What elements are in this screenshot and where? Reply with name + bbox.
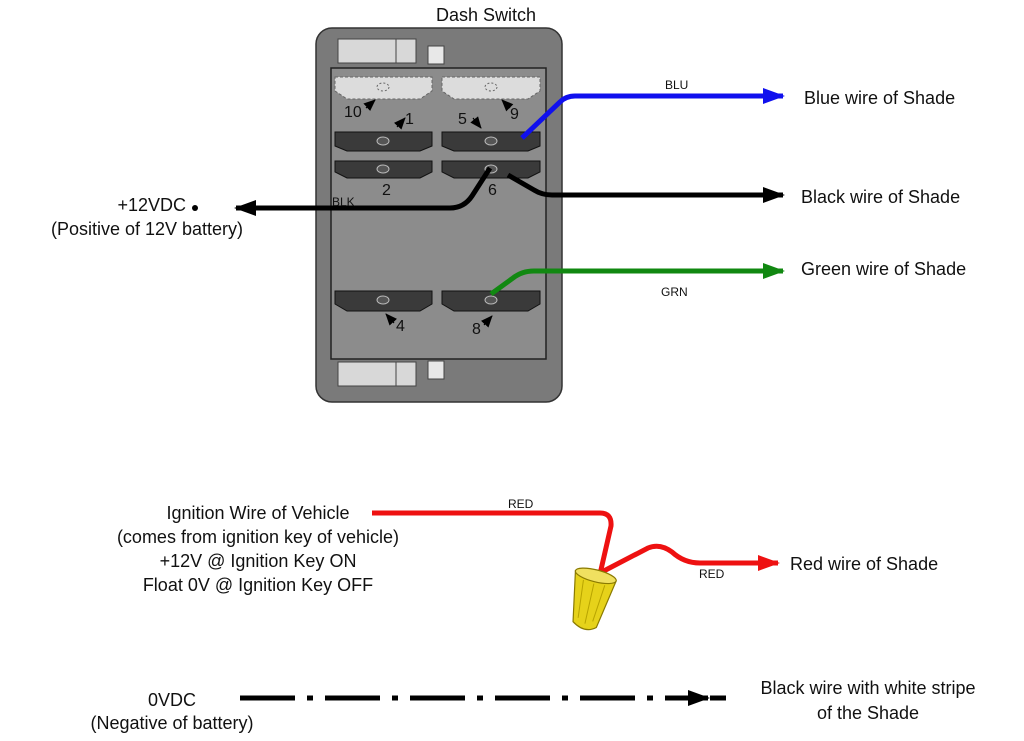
ignition-line-4: Float 0V @ Ignition Key OFF bbox=[143, 575, 373, 595]
terminal-8 bbox=[441, 290, 541, 312]
dash-switch: 10 1 5 9 2 6 4 8 bbox=[315, 27, 563, 403]
zero-vdc-label: 0VDC bbox=[148, 690, 196, 710]
wire-nut-icon bbox=[572, 567, 618, 631]
pin-9-leader bbox=[501, 99, 514, 112]
red-ignition-wire bbox=[372, 510, 614, 575]
bottom-tab bbox=[427, 360, 445, 380]
blue-wire-label: Blue wire of Shade bbox=[804, 88, 955, 108]
green-wire bbox=[489, 263, 785, 297]
positive-12v-wire bbox=[234, 166, 493, 216]
diagram-title: Dash Switch bbox=[436, 5, 536, 25]
pin-10-leader bbox=[363, 99, 376, 112]
pin-label-9: 9 bbox=[510, 106, 519, 123]
black-wire-label: Black wire of Shade bbox=[801, 187, 960, 207]
pin-4-leader bbox=[385, 313, 398, 326]
pin-8-leader bbox=[480, 315, 493, 328]
pin-label-10: 10 bbox=[344, 104, 362, 121]
terminal-2 bbox=[334, 160, 433, 179]
ground-wire-label-2: of the Shade bbox=[817, 703, 919, 723]
red-wire-tag-1: RED bbox=[508, 497, 534, 511]
zero-vdc-sublabel: (Negative of battery) bbox=[90, 713, 253, 733]
top-clip bbox=[337, 38, 417, 64]
pin-5-leader bbox=[470, 116, 482, 129]
ignition-line-1: Ignition Wire of Vehicle bbox=[166, 503, 349, 523]
red-wire-label: Red wire of Shade bbox=[790, 554, 938, 574]
pin-label-5: 5 bbox=[458, 111, 467, 128]
terminal-9 bbox=[441, 76, 541, 100]
pin-1-leader bbox=[393, 117, 406, 130]
red-wire-tag-2: RED bbox=[699, 567, 725, 581]
blue-wire bbox=[520, 88, 785, 140]
blk-wire-tag: BLK bbox=[332, 195, 355, 209]
pin-label-6: 6 bbox=[488, 182, 497, 199]
blu-wire-tag: BLU bbox=[665, 78, 688, 92]
positive-12v-label: +12VDC bbox=[117, 195, 186, 215]
green-wire-label: Green wire of Shade bbox=[801, 259, 966, 279]
top-tab bbox=[427, 45, 445, 65]
positive-12v-sublabel: (Positive of 12V battery) bbox=[51, 219, 243, 239]
pin-label-4: 4 bbox=[396, 318, 405, 335]
terminal-10 bbox=[334, 76, 433, 100]
pin-label-2: 2 bbox=[382, 182, 391, 199]
ignition-line-3: +12V @ Ignition Key ON bbox=[160, 551, 357, 571]
terminal-1 bbox=[334, 131, 433, 152]
ignition-line-2: (comes from ignition key of vehicle) bbox=[117, 527, 399, 547]
pin-label-1: 1 bbox=[405, 111, 414, 128]
grn-wire-tag: GRN bbox=[661, 285, 688, 299]
ground-wire-label-1: Black wire with white stripe bbox=[760, 678, 975, 698]
black-wire-shade bbox=[506, 172, 785, 203]
red-shade-wire bbox=[596, 543, 780, 577]
pin-label-8: 8 bbox=[472, 321, 481, 338]
bottom-clip bbox=[337, 361, 417, 387]
terminal-5 bbox=[441, 131, 541, 152]
terminal-4 bbox=[334, 290, 433, 312]
